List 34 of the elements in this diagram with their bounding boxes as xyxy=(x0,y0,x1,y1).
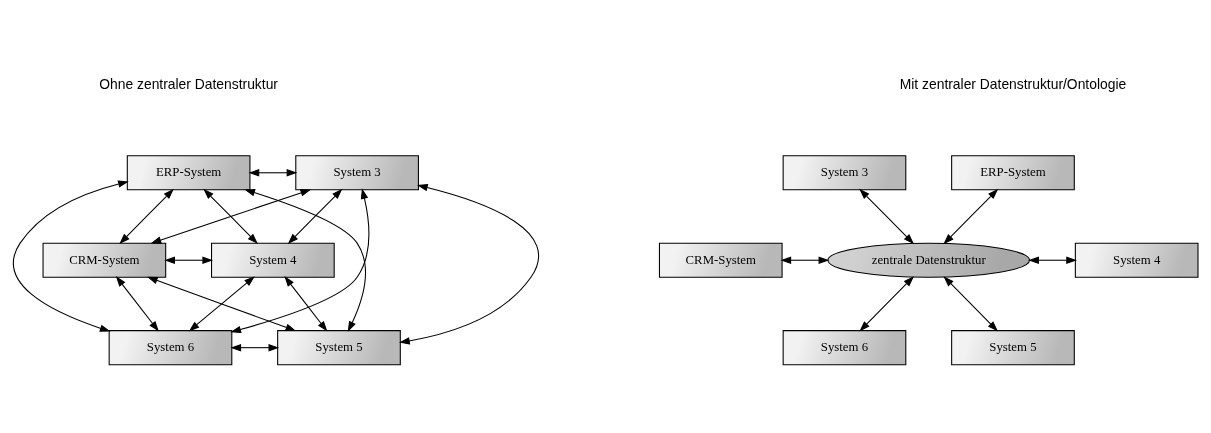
arrow xyxy=(119,188,174,245)
node-box: System 3 xyxy=(295,155,419,191)
label: Ohne zentraler Datenstruktur xyxy=(99,75,278,92)
node-box: System 5 xyxy=(277,330,401,366)
node-ellipse: zentrale Datenstruktur xyxy=(827,242,1031,278)
node-box: System 6 xyxy=(782,330,907,366)
arrow xyxy=(248,169,298,177)
node-box: System 5 xyxy=(951,330,1075,366)
arrow xyxy=(287,188,343,245)
arrow xyxy=(146,276,297,332)
node-box: CRM-System xyxy=(658,242,783,278)
arrow xyxy=(943,188,999,245)
arrow xyxy=(1028,256,1077,264)
arrow xyxy=(203,188,258,245)
arrow xyxy=(150,189,312,244)
node-box: CRM-System xyxy=(42,242,167,278)
arrow xyxy=(859,188,915,245)
arrow xyxy=(284,276,328,332)
arrow xyxy=(943,276,999,332)
node-box: ERP-System xyxy=(951,155,1075,191)
node-box: System 6 xyxy=(108,330,233,366)
arrow xyxy=(859,276,914,332)
arrow xyxy=(164,256,214,264)
node-box: ERP-System xyxy=(126,155,251,191)
arrow xyxy=(399,183,540,345)
arrow xyxy=(780,256,830,264)
node-box: System 4 xyxy=(211,242,335,278)
arrow xyxy=(188,276,255,332)
arrow xyxy=(230,343,280,352)
label: Mit zentraler Datenstruktur/Ontologie xyxy=(899,75,1127,92)
arrow xyxy=(12,180,129,332)
node-box: System 4 xyxy=(1074,242,1199,278)
arrow xyxy=(115,276,159,332)
node-box: System 3 xyxy=(782,155,907,191)
